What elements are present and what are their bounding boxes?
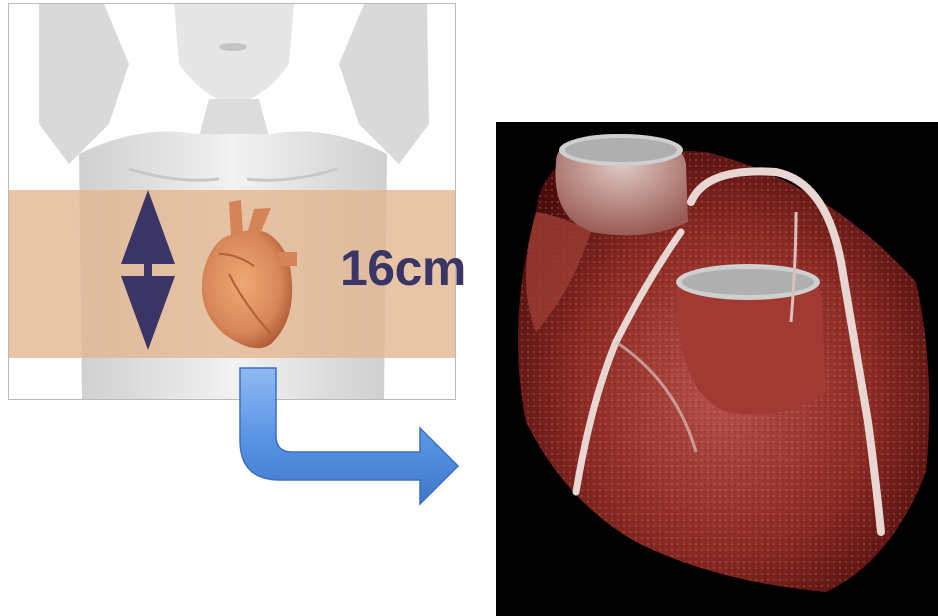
torso-figure <box>9 4 456 400</box>
scan-length-label: 16cm <box>340 243 466 293</box>
bent-arrow-icon <box>230 366 462 508</box>
ct-heart-rendering <box>496 122 938 616</box>
torso-scan-illustration <box>8 3 456 400</box>
